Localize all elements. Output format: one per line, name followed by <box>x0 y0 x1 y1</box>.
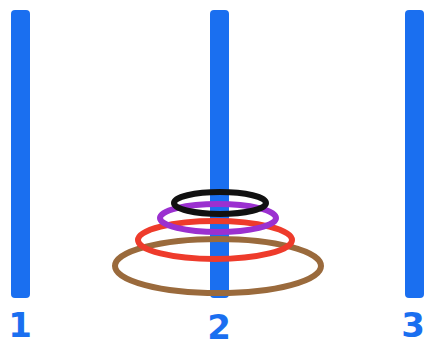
peg <box>210 10 229 298</box>
disk <box>174 192 266 214</box>
peg <box>11 10 30 298</box>
peg-number: 2 <box>207 310 231 344</box>
peg <box>405 10 424 298</box>
peg-number: 3 <box>401 308 425 342</box>
peg-number: 1 <box>8 308 32 342</box>
